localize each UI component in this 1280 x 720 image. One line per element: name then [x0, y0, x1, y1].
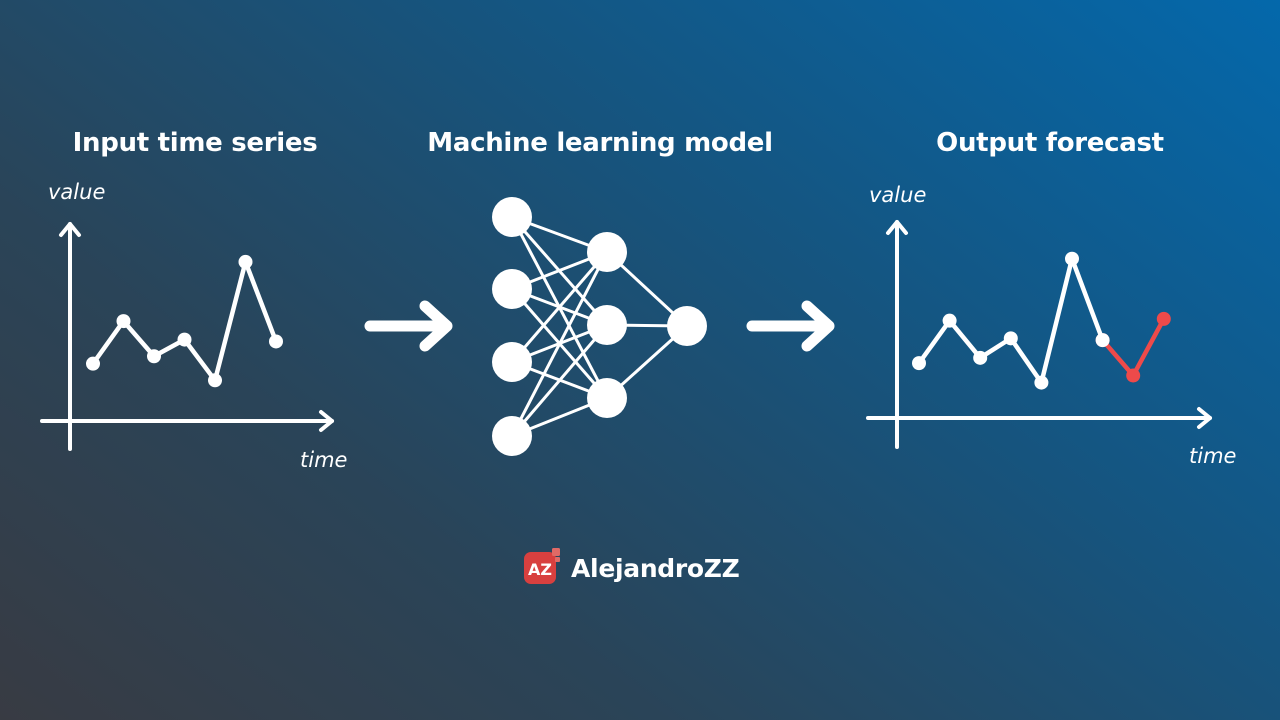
neural-network-nodes — [492, 197, 707, 456]
input-series-point — [116, 314, 131, 329]
output-history-series-point — [1095, 333, 1110, 348]
machine-learning-model-heading: Machine learning model — [427, 128, 773, 158]
input-series-point — [147, 349, 161, 364]
forecast-series-point — [1156, 311, 1171, 326]
network-node-layer-1 — [492, 269, 532, 309]
output-forecast-heading: Output forecast — [936, 128, 1164, 158]
output-chart-series — [912, 251, 1171, 390]
forecast-series-line — [1100, 316, 1167, 378]
input-chart-series — [86, 254, 283, 388]
svg-text:AZ: AZ — [528, 560, 552, 579]
output-chart-y-axis-arrowhead — [886, 220, 908, 235]
brand: AZ AlejandroZZ — [522, 546, 740, 590]
input-series-point — [86, 356, 100, 371]
input-series-point — [238, 254, 253, 269]
network-node-layer-2 — [587, 305, 627, 345]
input-to-model-arrow — [364, 300, 453, 352]
network-node-layer-2 — [587, 232, 627, 272]
output-history-series-point — [973, 350, 988, 365]
network-node-layer-3 — [667, 306, 707, 346]
input-chart-y-axis-arrowhead — [59, 222, 81, 237]
network-edge — [510, 251, 609, 363]
input-time-series-heading: Input time series — [72, 128, 318, 158]
input-series-point — [208, 373, 222, 388]
forecast-series-point — [1126, 368, 1141, 383]
output-history-series-point — [942, 313, 957, 328]
output-history-series-point — [1003, 331, 1018, 346]
output-chart-x-axis-label: time — [1189, 444, 1237, 468]
model-to-output-arrow-head — [801, 300, 835, 352]
input-to-model-arrow-head — [419, 300, 453, 352]
input-chart-y-axis-label: value — [48, 180, 106, 204]
brand-name: AlejandroZZ — [571, 553, 740, 583]
output-history-series-point — [1034, 375, 1049, 390]
network-edge — [510, 251, 609, 437]
brand-logo-icon: AZ — [522, 548, 562, 588]
input-chart-x-axis-arrowhead — [319, 410, 334, 432]
network-node-layer-1 — [492, 342, 532, 382]
network-node-layer-2 — [587, 378, 627, 418]
input-chart-axes — [40, 222, 334, 451]
output-history-series-point — [1065, 251, 1079, 266]
input-chart-x-axis-label: time — [300, 448, 348, 472]
output-chart-y-axis-label: value — [869, 183, 927, 207]
network-node-layer-1 — [492, 197, 532, 237]
input-series-point — [177, 332, 192, 347]
model-to-output-arrow — [746, 300, 835, 352]
output-history-series-point — [912, 356, 926, 371]
output-chart-x-axis-arrowhead — [1197, 407, 1212, 429]
network-edge — [510, 324, 609, 437]
output-chart-axes — [866, 220, 1212, 449]
network-node-layer-1 — [492, 416, 532, 456]
input-series-point — [269, 334, 283, 349]
